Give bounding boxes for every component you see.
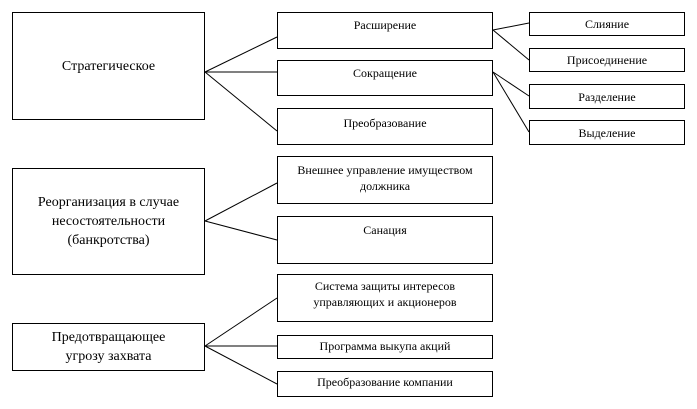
connector-strategic-transformation <box>204 71 278 132</box>
subitem-spinoff-label: Выделение <box>578 125 636 140</box>
category-takeover: Предотвращающее угрозу захвата <box>12 323 205 371</box>
subitem-merger-label: Слияние <box>584 17 630 31</box>
item-protection-system-label-line2: управляющих и акционеров <box>313 295 457 309</box>
subitem-merger: Слияние <box>529 12 685 36</box>
connector-takeover-company-transformation <box>204 345 278 385</box>
connector-reduction-division <box>492 71 530 97</box>
item-expansion: Расширение <box>277 12 493 49</box>
item-company-transformation-label: Преобразование компании <box>317 375 453 389</box>
category-bankruptcy-label: Реорганизация в случае несостоятельности… <box>38 193 179 250</box>
item-protection-system-label: Система защиты интересов управляющих и а… <box>313 278 456 310</box>
item-sanation: Санация <box>277 216 493 264</box>
category-takeover-label-line1: Предотвращающее <box>51 330 166 345</box>
category-strategic-label: Стратегическое <box>61 58 156 74</box>
category-bankruptcy-label-line1: Реорганизация в случае <box>37 195 180 210</box>
item-external-management-label-line1: Внешнее управление имуществом <box>297 163 473 177</box>
category-bankruptcy-label-line3: (банкротства) <box>67 233 150 248</box>
item-protection-system-label-line1: Система защиты интересов <box>314 279 456 293</box>
item-share-buyback: Программа выкупа акций <box>277 335 493 359</box>
item-sanation-label: Санация <box>363 223 407 237</box>
item-company-transformation: Преобразование компании <box>277 371 493 397</box>
category-takeover-label: Предотвращающее угрозу захвата <box>52 328 166 366</box>
connector-strategic-expansion <box>204 36 278 73</box>
item-reduction-label: Сокращение <box>353 66 417 80</box>
item-transformation-label: Преобразование <box>343 116 427 130</box>
connector-takeover-protection <box>204 297 278 347</box>
item-share-buyback-label: Программа выкупа акций <box>319 339 451 353</box>
category-strategic: Стратегическое <box>12 12 205 120</box>
item-external-management-label-line2: должника <box>359 179 411 193</box>
subitem-division-label: Разделение <box>578 89 636 104</box>
connector-bankruptcy-sanation <box>204 220 278 241</box>
item-reduction: Сокращение <box>277 60 493 96</box>
connector-expansion-merger <box>492 22 530 31</box>
item-protection-system: Система защиты интересов управляющих и а… <box>277 274 493 322</box>
category-bankruptcy-label-line2: несостоятельности <box>51 214 166 229</box>
connector-expansion-acquisition <box>492 29 530 61</box>
subitem-division: Разделение <box>529 84 685 109</box>
item-expansion-label: Расширение <box>353 18 417 32</box>
item-transformation: Преобразование <box>277 108 493 145</box>
connector-reduction-spinoff <box>492 71 530 133</box>
subitem-acquisition-label: Присоединение <box>566 53 648 67</box>
subitem-spinoff: Выделение <box>529 120 685 145</box>
category-takeover-label-line2: угрозу захвата <box>65 349 152 364</box>
connector-bankruptcy-external <box>204 182 278 222</box>
subitem-acquisition: Присоединение <box>529 48 685 72</box>
category-bankruptcy: Реорганизация в случае несостоятельности… <box>12 168 205 275</box>
item-external-management-label: Внешнее управление имуществом должника <box>297 162 472 194</box>
item-external-management: Внешнее управление имуществом должника <box>277 156 493 204</box>
